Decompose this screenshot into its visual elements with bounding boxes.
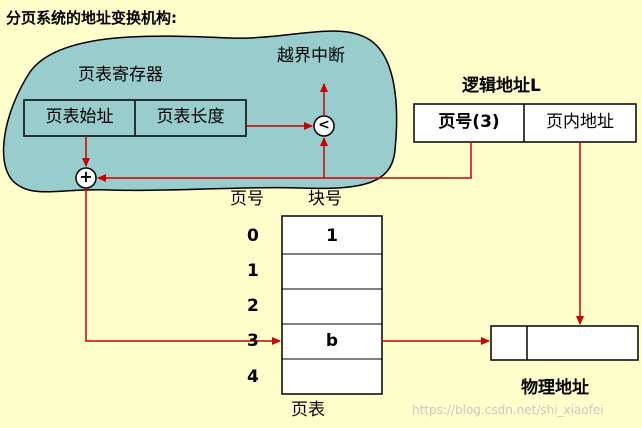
logical-address-box <box>413 103 637 143</box>
register-label: 页表寄存器 <box>78 65 163 85</box>
page-number-2: 2 <box>247 296 259 316</box>
diagram-title: 分页系统的地址变换机构: <box>6 9 177 27</box>
page-number-3: 3 <box>247 331 259 351</box>
watermark: https://blog.csdn.net/shi_xiaofei <box>412 403 604 417</box>
physical-address-box <box>490 325 639 361</box>
arrow-adder-to-page-table <box>85 188 281 345</box>
page-table-caption: 页表 <box>291 400 325 420</box>
comparator-symbol: < <box>318 117 330 133</box>
logical-offset-cell: 页内地址 <box>546 112 614 132</box>
page-table-col-page: 页号 <box>230 189 264 209</box>
block-number-0: 1 <box>326 226 338 246</box>
page-table-box <box>281 215 383 395</box>
register-length-cell: 页表长度 <box>156 107 225 127</box>
adder-symbol: + <box>79 167 93 186</box>
page-table-col-block: 块号 <box>308 189 342 209</box>
page-number-4: 4 <box>247 367 259 387</box>
arrow-page-number-to-adder <box>97 142 472 182</box>
out-of-bounds-label: 越界中断 <box>277 46 345 66</box>
logical-address-label: 逻辑地址L <box>462 76 541 96</box>
physical-address-label: 物理地址 <box>521 378 589 398</box>
page-number-1: 1 <box>247 261 259 281</box>
register-start-cell: 页表始址 <box>45 107 114 127</box>
block-number-3: b <box>325 331 339 351</box>
page-number-0: 0 <box>247 226 259 246</box>
logical-page-cell: 页号(3) <box>438 112 500 132</box>
